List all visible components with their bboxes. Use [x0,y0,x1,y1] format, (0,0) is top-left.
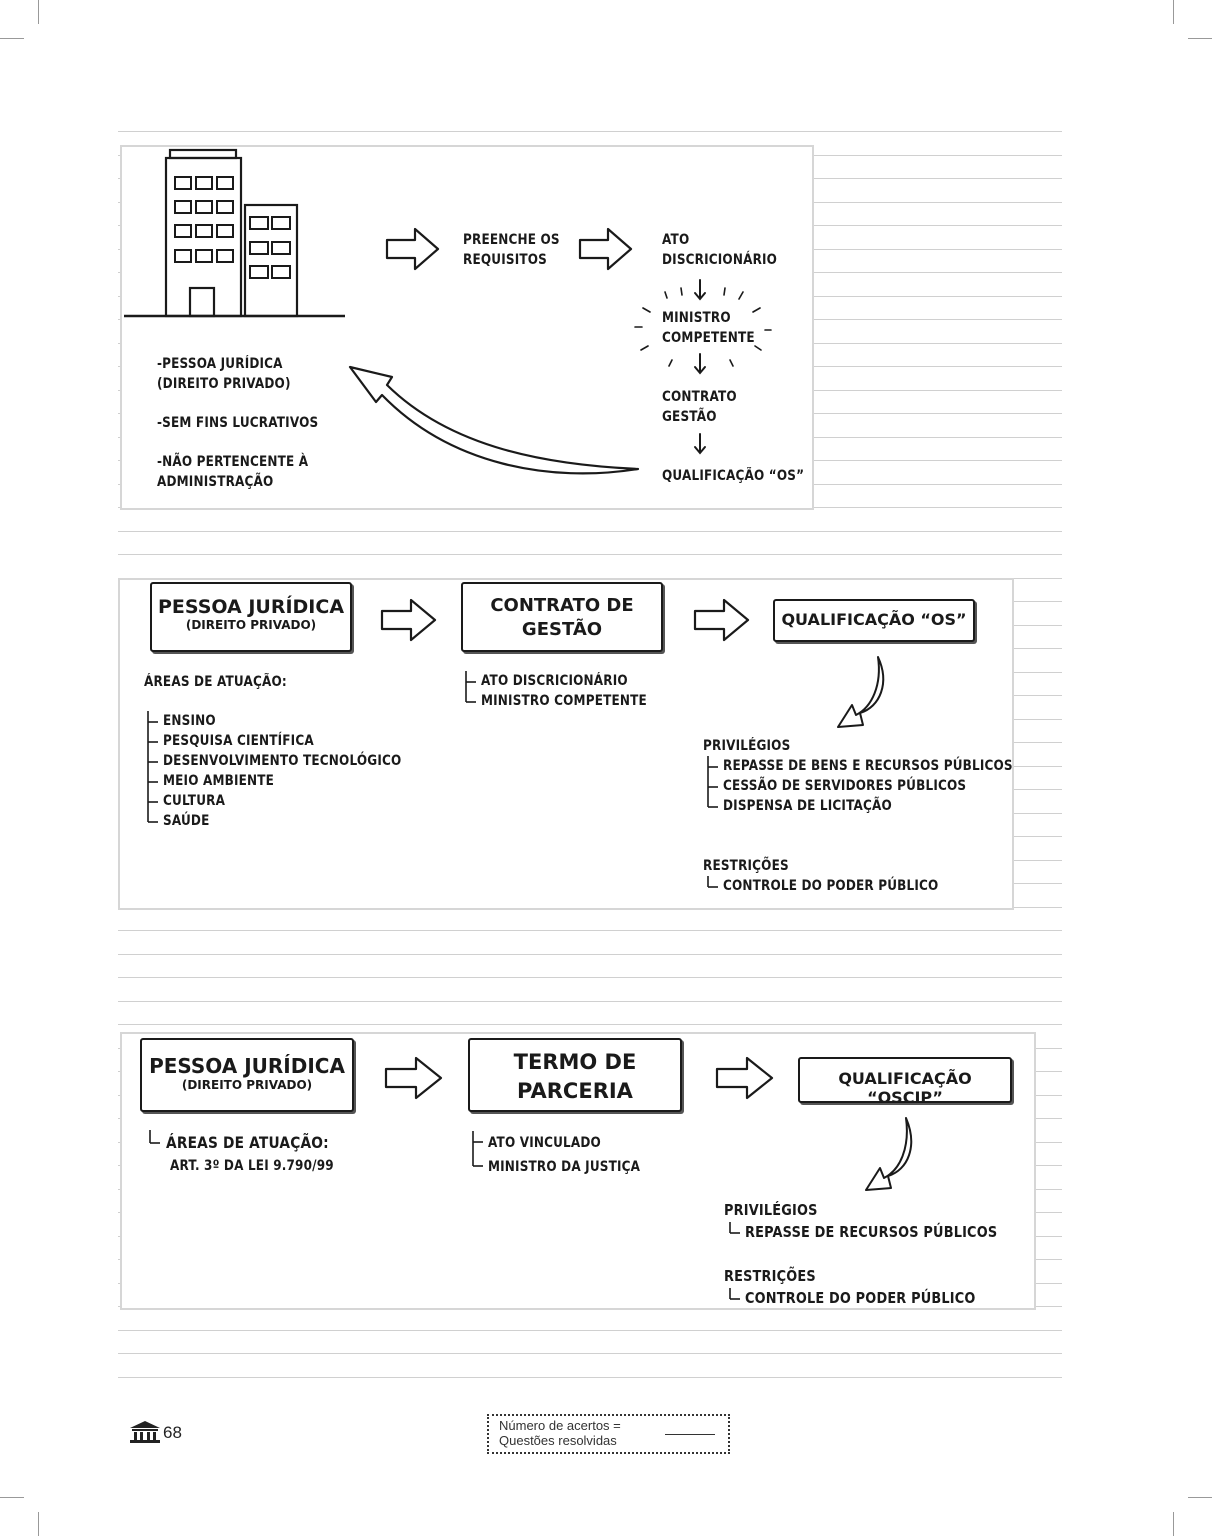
score-total-label: Questões resolvidas [499,1433,617,1448]
areas-label: ÁREAS DE ATUAÇÃO: [144,674,287,690]
area-item: DESENVOLVIMENTO TECNOLÓGICO [163,753,402,769]
area-item: CULTURA [163,793,226,809]
crop-mark [38,0,39,24]
ruled-line [118,554,1062,555]
area-item: SAÚDE [163,813,210,829]
right-arrow-icon [385,227,440,271]
crop-mark [0,1497,24,1498]
privilege-item: REPASSE DE RECURSOS PÚBLICOS [745,1223,998,1241]
box-pessoa-juridica: PESSOA JURÍDICA (DIREITO PRIVADO) [150,582,352,652]
right-arrow-icon [578,227,633,271]
areas-label: ÁREAS DE ATUAÇÃO: [166,1133,329,1152]
restriction-item: CONTROLE DO PODER PÚBLICO [723,878,939,894]
down-arrow-icon [694,433,706,455]
ruled-line [118,1330,1062,1331]
page-number: 68 [163,1423,182,1442]
step-qualificacao-os: QUALIFICAÇÃO “OS” [662,468,805,484]
box-qualificacao-os: QUALIFICAÇÃO “OS” [773,599,975,642]
crop-mark [0,38,24,39]
building-icon [124,148,345,318]
contract-item: MINISTRO COMPETENTE [481,693,647,709]
privilege-item: CESSÃO DE SERVIDORES PÚBLICOS [723,778,967,794]
areas-reference: ART. 3º DA LEI 9.790/99 [170,1158,334,1174]
down-arrow-icon [694,353,706,375]
area-item: MEIO AMBIENTE [163,773,275,789]
bracket-branch-icon [729,1288,740,1300]
curved-return-arrow-icon [348,365,640,475]
bracket-branch-icon [729,1222,740,1234]
ruled-line [118,1353,1062,1354]
ruled-line [118,1001,1062,1002]
crop-mark [38,1512,39,1536]
privilege-item: DISPENSA DE LICITAÇÃO [723,798,892,814]
crop-mark [1173,0,1174,24]
ruled-line [118,1024,1062,1025]
curved-down-arrow-icon [837,656,885,728]
restrictions-label: RESTRIÇÕES [724,1267,816,1285]
bracket-branch-icon [707,756,718,808]
os-requirements: -PESSOA JURÍDICA (DIREITO PRIVADO) -SEM … [157,356,319,490]
emphasis-rays-icon [634,279,772,367]
ruled-line [118,131,1062,132]
ruled-line [118,1377,1062,1378]
right-arrow-icon [380,598,437,642]
restriction-item: CONTROLE DO PODER PÚBLICO [745,1289,976,1307]
bracket-branch-icon [472,1131,483,1167]
ruled-line [118,977,1062,978]
privileges-label: PRIVILÉGIOS [703,738,791,754]
bracket-branch-icon [149,1130,160,1144]
crop-mark [1188,38,1212,39]
courthouse-icon [130,1421,160,1443]
score-blank-line [665,1434,715,1435]
ruled-line [118,531,1062,532]
score-box: Número de acertos = Questões resolvidas [487,1414,730,1454]
ruled-line [118,930,1062,931]
privileges-label: PRIVILÉGIOS [724,1201,818,1219]
box-termo-parceria: TERMO DE PARCERIA [468,1038,682,1112]
area-item: PESQUISA CIENTÍFICA [163,733,314,749]
box-contrato-gestao: CONTRATO DE GESTÃO [461,582,663,652]
box-pessoa-juridica: PESSOA JURÍDICA (DIREITO PRIVADO) [140,1038,354,1112]
right-arrow-icon [384,1056,443,1100]
right-arrow-icon [693,598,750,642]
restrictions-label: RESTRIÇÕES [703,858,789,874]
score-correct-label: Número de acertos = [499,1418,621,1433]
contract-item: ATO VINCULADO [488,1135,601,1151]
bracket-branch-icon [707,876,718,888]
contract-item: MINISTRO DA JUSTIÇA [488,1159,641,1175]
contract-item: ATO DISCRICIONÁRIO [481,673,628,689]
crop-mark [1173,1512,1174,1536]
right-arrow-icon [715,1056,774,1100]
bracket-branch-icon [147,711,158,823]
curved-down-arrow-icon [865,1117,913,1191]
bracket-branch-icon [465,671,476,703]
crop-mark [1188,1497,1212,1498]
box-qualificacao-oscip: QUALIFICAÇÃO “OSCIP” [798,1057,1012,1107]
privilege-item: REPASSE DE BENS E RECURSOS PÚBLICOS [723,758,1013,774]
area-item: ENSINO [163,713,216,729]
ruled-line [118,954,1062,955]
